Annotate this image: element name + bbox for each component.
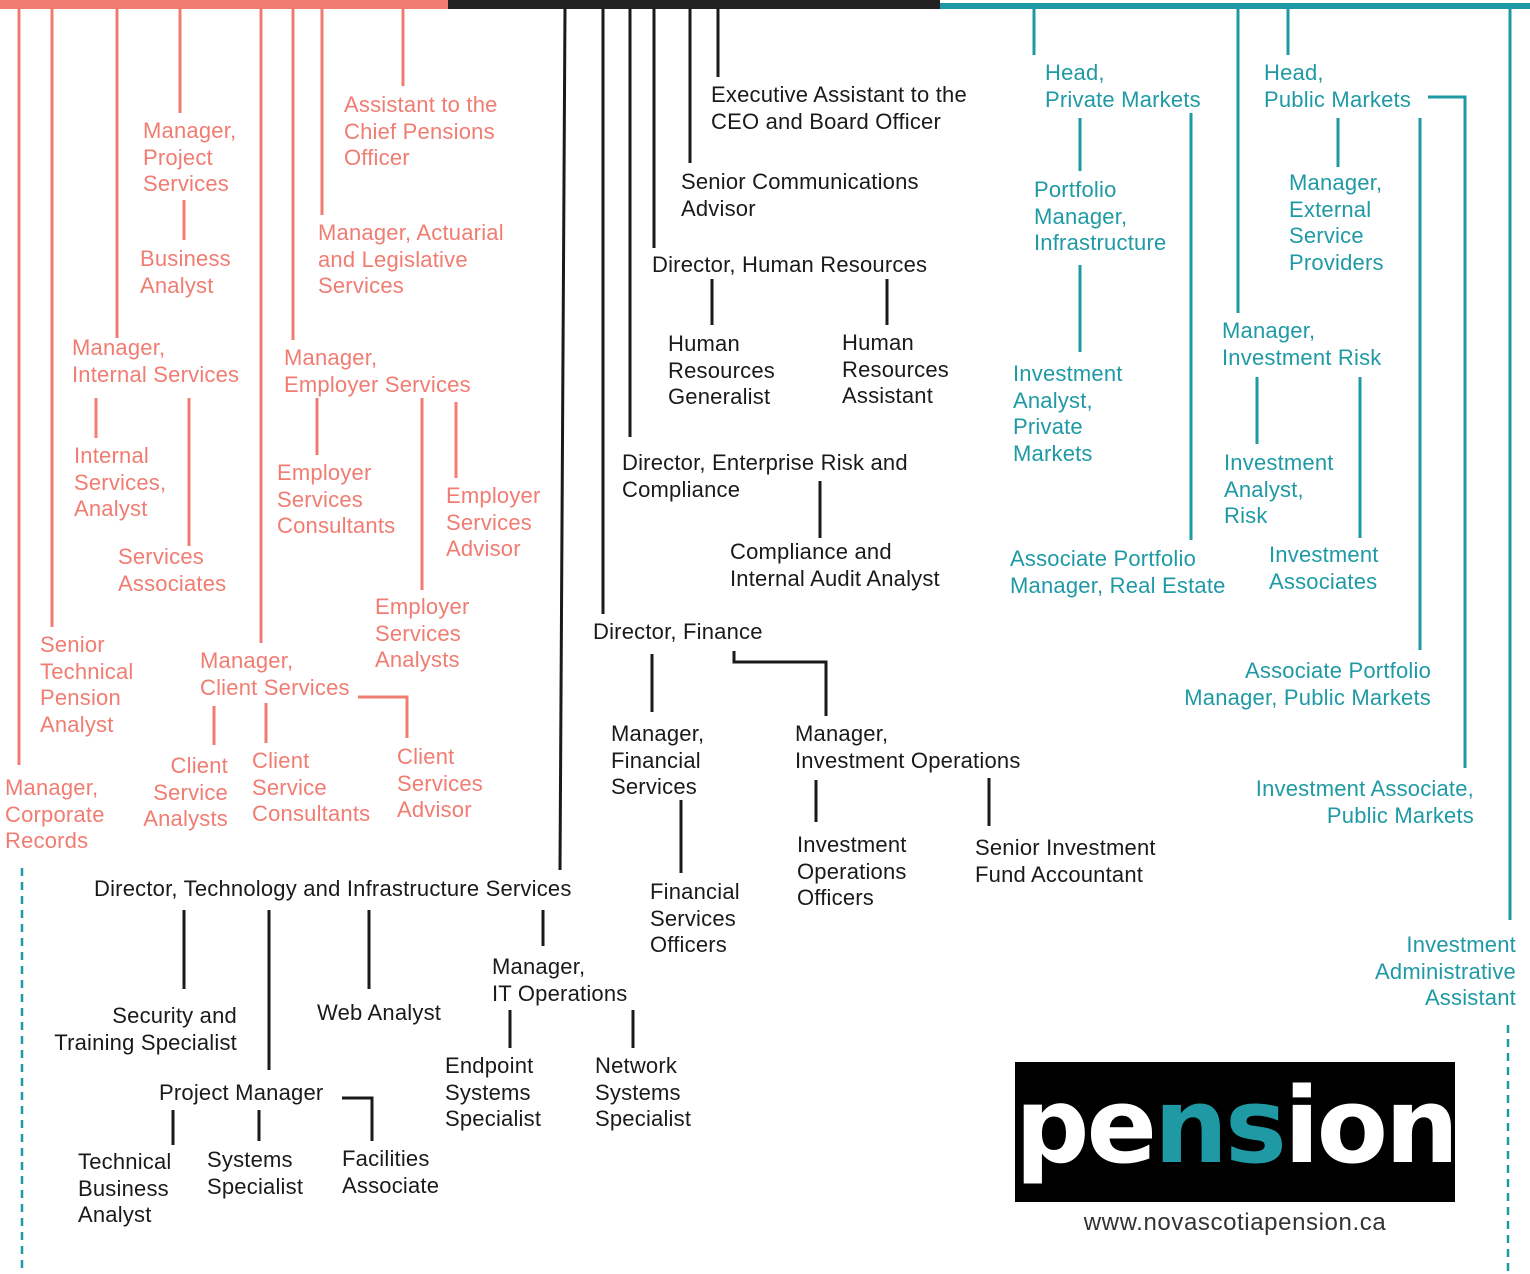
corporate-top-bar: [0, 0, 448, 9]
compliance-audit-analyst-box: Compliance and Internal Audit Analyst: [730, 539, 940, 591]
client-service-analysts-box: Client Service Analysts: [143, 753, 228, 831]
head-public-markets-box: Head, Public Markets: [1264, 60, 1412, 112]
director-finance-box: Director, Finance: [593, 619, 763, 644]
website-url[interactable]: www.novascotiapension.ca: [1083, 1209, 1387, 1236]
network-systems-specialist-box: Network Systems Specialist: [595, 1053, 692, 1131]
services-associates-box: Services Associates: [118, 544, 227, 596]
employer-services-analysts-box: Employer Services Analysts: [375, 594, 470, 672]
executive-top-bar: [448, 0, 940, 9]
technical-business-analyst-box: Technical Business Analyst: [78, 1149, 172, 1227]
manager-corporate-records-box: Manager, Corporate Records: [5, 775, 105, 853]
manager-client-services-box: Manager, Client Services: [200, 648, 350, 700]
director-human-resources-box: Director, Human Resources: [652, 252, 928, 277]
security-training-specialist-box: Security and Training Specialist: [54, 1003, 237, 1055]
manager-actuarial-box: Manager, Actuarial and Legislative Servi…: [318, 220, 504, 298]
senior-technical-pension-analyst-box: Senior Technical Pension Analyst: [40, 632, 134, 737]
manager-project-services-box: Manager, Project Services: [143, 118, 237, 196]
portfolio-manager-infrastructure-box: Portfolio Manager, Infrastructure: [1034, 177, 1167, 255]
facilities-associate-box: Facilities Associate: [342, 1146, 440, 1198]
employer-services-consultants-box: Employer Services Consultants: [277, 460, 396, 538]
pension-logo: pension: [1015, 1062, 1459, 1202]
investment-analyst-risk-box: Investment Analyst, Risk: [1224, 450, 1334, 528]
financial-services-officers-box: Financial Services Officers: [650, 879, 740, 957]
endpoint-systems-specialist-box: Endpoint Systems Specialist: [445, 1053, 542, 1131]
hr-assistant-box: Human Resources Assistant: [842, 330, 949, 408]
executive-assistant-box: Executive Assistant to the CEO and Board…: [711, 82, 967, 134]
internal-services-analyst-box: Internal Services, Analyst: [74, 443, 167, 521]
web-analyst-box: Web Analyst: [317, 1000, 442, 1025]
business-analyst-box: Business Analyst: [140, 246, 231, 298]
systems-specialist-box: Systems Specialist: [207, 1147, 304, 1199]
manager-investment-risk-box: Manager, Investment Risk: [1222, 318, 1382, 370]
client-service-consultants-box: Client Service Consultants: [252, 748, 371, 826]
project-manager-box: Project Manager: [159, 1080, 324, 1105]
manager-it-operations-box: Manager, IT Operations: [492, 954, 628, 1006]
hr-generalist-box: Human Resources Generalist: [668, 331, 775, 409]
investment-associates-box: Investment Associates: [1269, 542, 1379, 594]
investment-associate-public-box: Investment Associate, Public Markets: [1255, 776, 1474, 828]
apm-real-estate-box: Associate Portfolio Manager, Real Estate: [1010, 546, 1226, 598]
apm-public-markets-box: Associate Portfolio Manager, Public Mark…: [1184, 658, 1431, 710]
manager-financial-services-box: Manager, Financial Services: [611, 721, 705, 799]
director-technology-box: Director, Technology and Infrastructure …: [94, 876, 572, 901]
manager-investment-operations-box: Manager, Investment Operations: [795, 721, 1021, 773]
assistant-cpo-box: Assistant to the Chief Pensions Officer: [344, 92, 498, 170]
manager-external-providers-box: Manager, External Service Providers: [1289, 170, 1384, 275]
head-private-markets-box: Head, Private Markets: [1045, 60, 1201, 112]
director-enterprise-risk-box: Director, Enterprise Risk and Compliance: [622, 450, 908, 502]
senior-fund-accountant-box: Senior Investment Fund Accountant: [975, 835, 1156, 887]
investment-analyst-private-box: Investment Analyst, Private Markets: [1013, 361, 1123, 466]
pension-logo-wordmark: pension: [1015, 1065, 1459, 1187]
investment-operations-officers-box: Investment Operations Officers: [797, 832, 907, 910]
client-services-advisor-box: Client Services Advisor: [397, 744, 483, 822]
investments-top-bar: [940, 3, 1530, 9]
senior-communications-advisor-box: Senior Communications Advisor: [681, 169, 919, 221]
employer-services-advisor-box: Employer Services Advisor: [446, 483, 541, 561]
manager-internal-services-box: Manager, Internal Services: [72, 335, 240, 387]
investment-admin-assistant-box: Investment Administrative Assistant: [1375, 932, 1516, 1010]
manager-employer-services-box: Manager, Employer Services: [284, 345, 471, 397]
